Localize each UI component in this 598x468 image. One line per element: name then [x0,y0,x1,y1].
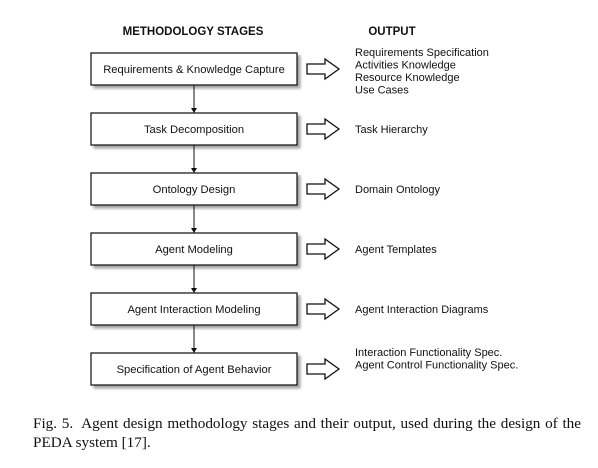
stage-box [90,292,298,326]
output-arrow-icon [306,357,341,381]
stage-label: Ontology Design [153,184,236,196]
output-arrow-icon [306,57,341,81]
stage-box [90,352,298,386]
output-item: Requirements Specification [355,47,489,59]
stage-label: Agent Interaction Modeling [127,304,260,316]
stages-layer: Requirements & Knowledge Capture Requirem… [90,47,518,386]
output-item: Agent Interaction Diagrams [355,304,489,316]
arrowhead-down-icon [191,348,197,353]
arrowhead-down-icon [191,108,197,113]
output-item: Resource Knowledge [355,72,460,84]
output-arrow-icon [306,297,341,321]
stage-label: Requirements & Knowledge Capture [103,64,285,76]
output-item: Activities Knowledge [355,60,456,72]
output-arrow-icon [306,177,341,201]
stage-row: Ontology Design Domain Ontology [90,172,440,206]
stage-box [90,112,298,146]
arrowhead-down-icon [191,228,197,233]
output-column-title: OUTPUT [368,26,415,38]
stage-box [90,52,298,86]
stage-label: Agent Modeling [155,244,233,256]
stage-label: Task Decomposition [144,124,244,136]
stage-row: Agent Interaction Modeling Agent Interact… [90,292,489,326]
stage-box [90,172,298,206]
caption-label: Fig. 5. [33,415,74,432]
arrowhead-down-icon [191,168,197,173]
methodology-diagram: METHODOLOGY STAGES OUTPUT Requirements &… [90,26,518,386]
output-arrow-icon [306,237,341,261]
output-item: Interaction Functionality Spec. [355,347,502,359]
stage-label: Specification of Agent Behavior [117,364,272,376]
output-item: Domain Ontology [355,184,440,196]
stage-row: Agent Modeling Agent Templates [90,232,437,266]
stage-row: Task Decomposition Task Hierarchy [90,112,428,146]
stages-column-title: METHODOLOGY STAGES [123,26,264,38]
stage-row: Specification of Agent Behavior Interacti… [90,347,518,386]
stage-row: Requirements & Knowledge Capture Requirem… [90,47,489,97]
diagram-canvas: METHODOLOGY STAGES OUTPUT Requirements &… [90,26,518,386]
output-item: Agent Control Functionality Spec. [355,360,518,372]
figure-caption: Fig. 5.Agent design methodology stages a… [33,414,581,452]
output-arrow-icon [306,117,341,141]
arrowhead-down-icon [191,288,197,293]
output-item: Task Hierarchy [355,124,428,136]
caption-text: Agent design methodology stages and thei… [33,415,582,451]
output-item: Use Cases [355,85,409,97]
output-item: Agent Templates [355,244,437,256]
